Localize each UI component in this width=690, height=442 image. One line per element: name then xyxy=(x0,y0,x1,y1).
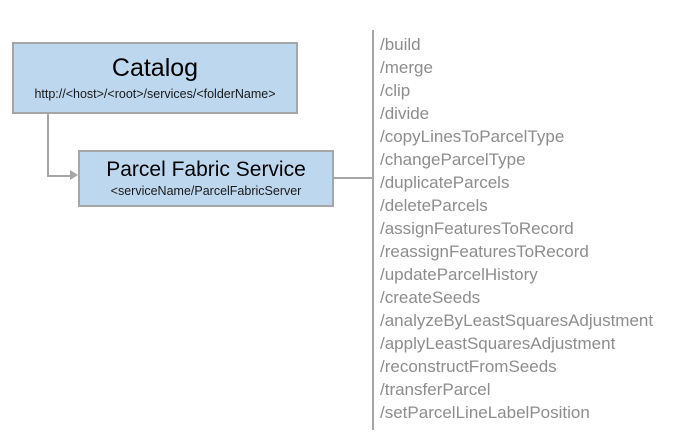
catalog-node-title: Catalog xyxy=(111,53,199,82)
parcel-fabric-service-node: Parcel Fabric Service <serviceName/Parce… xyxy=(78,150,334,207)
operation-item: /clip xyxy=(380,81,411,100)
operation-item: /deleteParcels xyxy=(380,196,488,215)
operation-item: /transferParcel xyxy=(380,380,491,399)
connector-horizontal-segment xyxy=(47,175,72,177)
operation-item: /duplicateParcels xyxy=(380,173,510,192)
operation-item: /copyLinesToParcelType xyxy=(380,127,565,146)
operation-item: /applyLeastSquaresAdjustment xyxy=(380,334,616,353)
catalog-node: Catalog http://<host>/<root>/services/<f… xyxy=(12,42,298,114)
operation-item: /divide xyxy=(380,104,430,123)
operation-item: /reconstructFromSeeds xyxy=(380,357,557,376)
operation-item: /build xyxy=(380,35,421,54)
operation-item: /updateParcelHistory xyxy=(380,265,538,284)
operation-item: /setParcelLineLabelPosition xyxy=(380,403,590,422)
operation-item: /changeParcelType xyxy=(380,150,526,169)
operation-item: /createSeeds xyxy=(380,288,481,307)
operation-item: /analyzeByLeastSquaresAdjustment xyxy=(380,311,654,330)
operation-item: /assignFeaturesToRecord xyxy=(380,219,574,238)
connector-operations-stub xyxy=(334,177,373,179)
operations-list: /build /merge /clip /divide /copyLinesTo… xyxy=(380,33,680,424)
connector-vertical-segment xyxy=(47,113,49,177)
connector-arrowhead-icon xyxy=(70,170,78,180)
operation-item: /reassignFeaturesToRecord xyxy=(380,242,589,261)
operations-divider xyxy=(372,30,374,430)
catalog-node-url: http://<host>/<root>/services/<folderNam… xyxy=(34,87,276,102)
parcel-fabric-service-path: <serviceName/ParcelFabricServer xyxy=(110,184,302,199)
parcel-fabric-service-title: Parcel Fabric Service xyxy=(106,157,306,181)
operation-item: /merge xyxy=(380,58,433,77)
